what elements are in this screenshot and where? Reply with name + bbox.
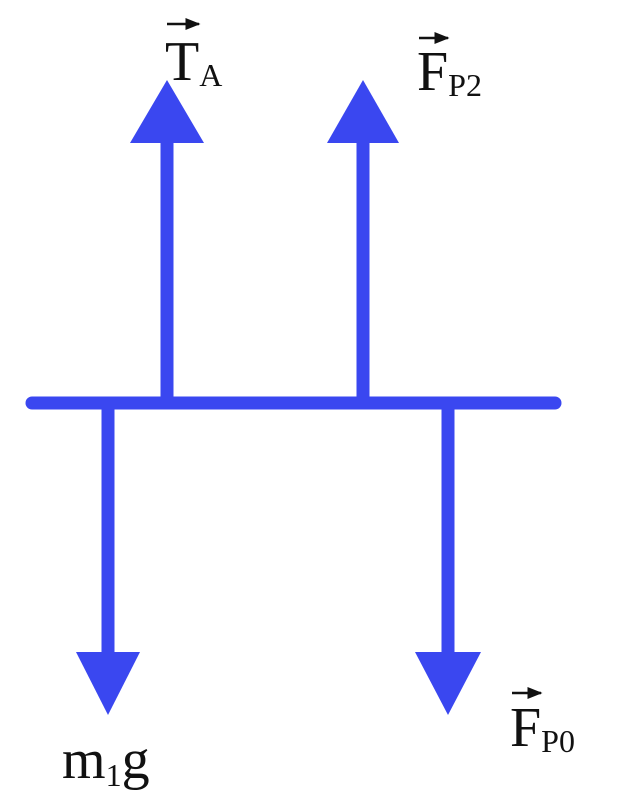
svg-text:TA: TA: [165, 31, 222, 93]
pressure-down-subscript: P0: [541, 723, 575, 759]
weight-label: m1g: [62, 729, 150, 793]
weight-force-arrow: [76, 403, 140, 715]
svg-text:FP2: FP2: [417, 41, 482, 103]
pressure-up-label: FP2: [417, 32, 482, 103]
weight-subscript: 1: [106, 757, 122, 793]
weight-arrow-head: [76, 652, 140, 715]
svg-text:FP0: FP0: [510, 697, 575, 759]
tension-arrow-head: [130, 80, 204, 143]
pressure-up-symbol: F: [417, 41, 448, 103]
pressure-down-symbol: F: [510, 697, 541, 759]
pressure-up-subscript: P2: [448, 67, 482, 103]
tension-symbol: T: [165, 31, 199, 93]
tension-label: TA: [165, 18, 222, 93]
pressure-up-force-arrow: [327, 80, 399, 403]
pressure-up-arrow-head: [327, 80, 399, 143]
weight-suffix: g: [122, 729, 150, 791]
tension-force-arrow: [130, 80, 204, 403]
weight-symbol: m: [62, 729, 106, 791]
pressure-down-label: FP0: [510, 687, 575, 759]
tension-subscript: A: [199, 57, 222, 93]
pressure-down-arrow-head: [415, 652, 481, 715]
svg-text:m1g: m1g: [62, 729, 150, 793]
pressure-down-force-arrow: [415, 403, 481, 715]
